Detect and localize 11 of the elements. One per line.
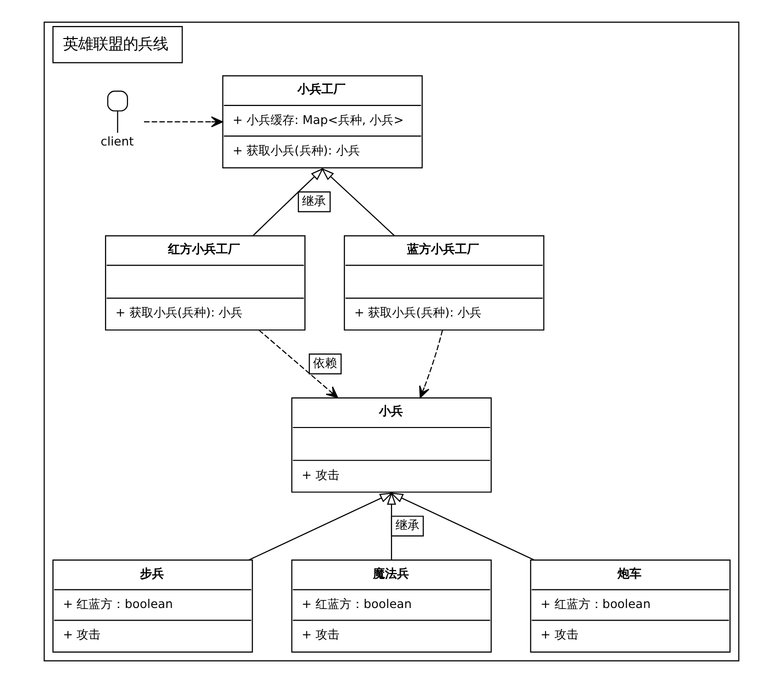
edge-label: 依赖 bbox=[312, 356, 337, 370]
edge-label: 继承 bbox=[394, 518, 419, 532]
node-label: client bbox=[100, 134, 134, 148]
arrow bbox=[418, 330, 442, 398]
arrow bbox=[144, 116, 222, 127]
arrow bbox=[386, 491, 396, 560]
arrow bbox=[258, 329, 338, 398]
arrow bbox=[320, 167, 394, 236]
arrow bbox=[248, 492, 392, 560]
edge-label: 继承 bbox=[302, 193, 326, 208]
arrow bbox=[252, 167, 324, 236]
